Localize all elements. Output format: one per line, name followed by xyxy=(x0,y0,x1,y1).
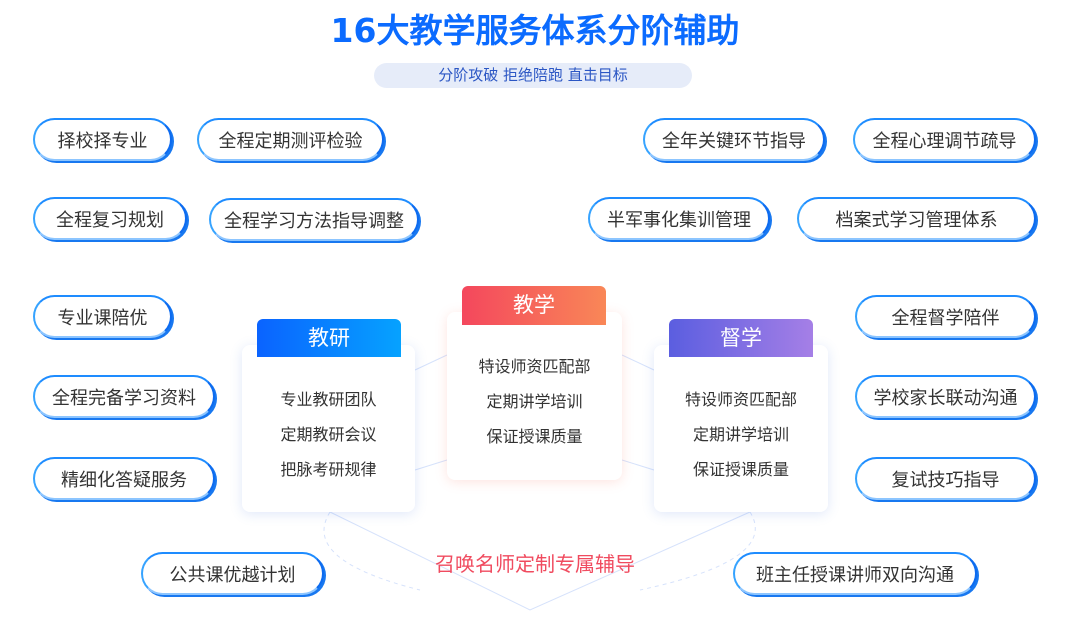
service-pill: 全程完备学习资料 xyxy=(33,375,215,418)
service-pill: 半军事化集训管理 xyxy=(588,197,770,240)
service-pill: 专业课陪优 xyxy=(33,295,172,338)
card-item: 特设师资匹配部 xyxy=(684,390,797,409)
bottom-slogan: 召唤名师定制专属辅导 xyxy=(435,552,635,576)
card-item: 把脉考研规律 xyxy=(280,460,377,479)
service-pill: 全程学习方法指导调整 xyxy=(209,198,419,241)
card-title: 教研 xyxy=(257,319,401,357)
card-item: 定期教研会议 xyxy=(280,425,377,444)
service-pill: 全程复习规划 xyxy=(33,197,187,240)
card-item: 特设师资匹配部 xyxy=(478,357,591,376)
card-item: 专业教研团队 xyxy=(280,390,377,409)
card-item: 定期讲学培训 xyxy=(692,425,789,444)
service-pill: 全年关键环节指导 xyxy=(643,118,825,161)
service-pill: 公共课优越计划 xyxy=(141,552,324,595)
card-items: 专业教研团队 定期教研会议 把脉考研规律 xyxy=(242,382,415,487)
service-pill: 复试技巧指导 xyxy=(855,457,1036,500)
card-title: 督学 xyxy=(669,319,813,357)
card-duxue: 特设师资匹配部 定期讲学培训 保证授课质量 xyxy=(654,345,828,512)
card-items: 特设师资匹配部 定期讲学培训 保证授课质量 xyxy=(447,349,622,454)
service-pill: 全程定期测评检验 xyxy=(197,118,384,161)
card-item: 定期讲学培训 xyxy=(486,392,583,411)
page-title: 16大教学服务体系分阶辅助 xyxy=(330,11,740,50)
card-items: 特设师资匹配部 定期讲学培训 保证授课质量 xyxy=(654,382,828,487)
service-pill: 档案式学习管理体系 xyxy=(797,197,1036,240)
service-pill: 学校家长联动沟通 xyxy=(855,375,1036,418)
subtitle-badge: 分阶攻破 拒绝陪跑 直击目标 xyxy=(374,63,692,88)
card-item: 保证授课质量 xyxy=(692,460,789,479)
service-pill: 精细化答疑服务 xyxy=(33,457,215,500)
service-pill: 全程心理调节疏导 xyxy=(853,118,1036,161)
service-pill: 班主任授课讲师双向沟通 xyxy=(733,552,977,595)
card-jiaoyan: 专业教研团队 定期教研会议 把脉考研规律 xyxy=(242,345,415,512)
service-pill: 全程督学陪伴 xyxy=(855,295,1036,338)
service-pill: 择校择专业 xyxy=(33,118,172,161)
card-item: 保证授课质量 xyxy=(486,427,583,446)
card-jiaoxue: 特设师资匹配部 定期讲学培训 保证授课质量 xyxy=(447,312,622,480)
card-title: 教学 xyxy=(462,286,606,325)
